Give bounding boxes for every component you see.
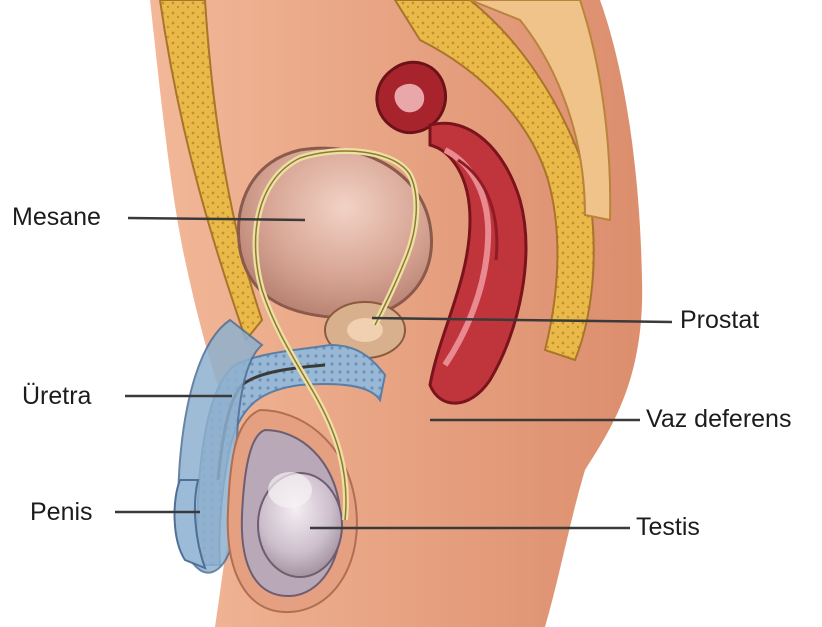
label-bladder: Mesane <box>12 205 101 230</box>
label-urethra: Üretra <box>22 384 91 409</box>
label-penis: Penis <box>30 500 93 525</box>
label-prostate: Prostat <box>680 308 759 333</box>
label-testis: Testis <box>636 515 700 540</box>
testis <box>258 472 342 577</box>
label-vas-deferens: Vaz deferens <box>646 407 791 432</box>
